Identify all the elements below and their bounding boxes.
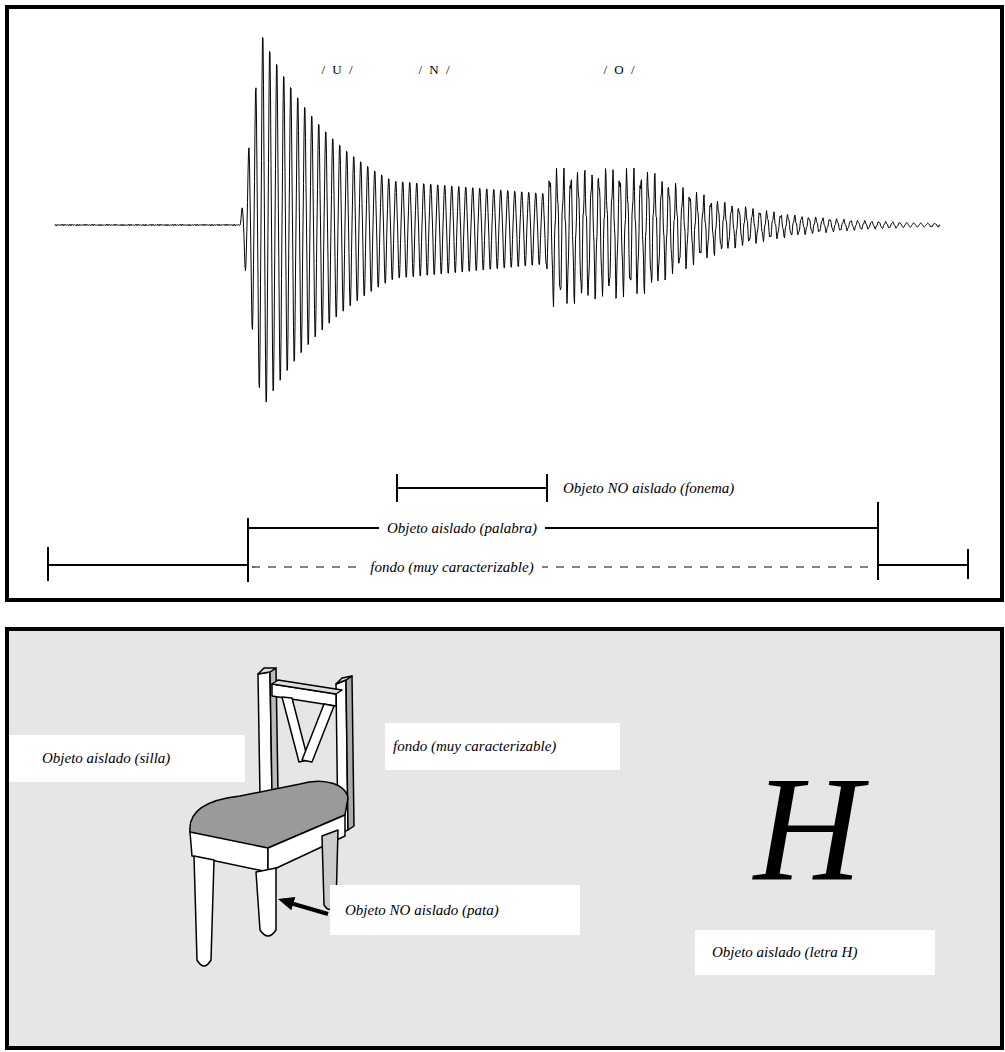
callout-text: Objeto aislado (silla) — [42, 750, 170, 767]
bracket-tick — [396, 474, 398, 502]
arrow-head — [278, 897, 295, 910]
chair-leg — [256, 868, 276, 936]
bracket-label: Objeto NO aislado (fonema) — [563, 479, 734, 497]
bracket-label: Objeto aislado (palabra) — [379, 519, 545, 537]
chair-slat — [302, 704, 334, 762]
bracket-line — [48, 564, 248, 566]
bracket-line — [248, 527, 878, 529]
phoneme-label: / N / — [418, 62, 451, 78]
chair-leg — [194, 856, 214, 966]
bracket-tick — [247, 518, 249, 582]
callout-box: Objeto aislado (silla) — [9, 735, 245, 782]
chair-post-cap — [336, 676, 352, 684]
bracket-line — [397, 487, 547, 489]
bracket-tick — [546, 474, 548, 502]
callout-text: Objeto aislado (letra H) — [712, 944, 857, 961]
callout-box: fondo (muy caracterizable) — [385, 723, 620, 770]
callout-text: Objeto NO aislado (pata) — [345, 902, 499, 919]
letter-glyph: H — [754, 753, 862, 903]
phoneme-label: / U / — [321, 62, 354, 78]
bracket-line — [878, 564, 968, 566]
bracket-tick — [877, 502, 879, 580]
callout-text: fondo (muy caracterizable) — [393, 738, 556, 755]
bracket-tick — [47, 547, 49, 581]
dashed-line — [252, 566, 870, 567]
bracket-label: fondo (muy caracterizable) — [362, 558, 541, 576]
chair-rail-top — [272, 680, 342, 694]
chair-slat — [282, 697, 308, 762]
top-panel — [7, 7, 1002, 600]
leader-arrow — [292, 904, 328, 915]
bottom-panel — [7, 629, 1002, 1048]
callout-box: Objeto NO aislado (pata) — [330, 885, 580, 935]
waveform — [55, 37, 940, 402]
phoneme-label: / O / — [603, 62, 636, 78]
chair-post-cap — [258, 668, 276, 674]
chair-post-side — [346, 676, 354, 830]
bracket-tick — [967, 549, 969, 579]
callout-box: Objeto aislado (letra H) — [695, 930, 935, 975]
